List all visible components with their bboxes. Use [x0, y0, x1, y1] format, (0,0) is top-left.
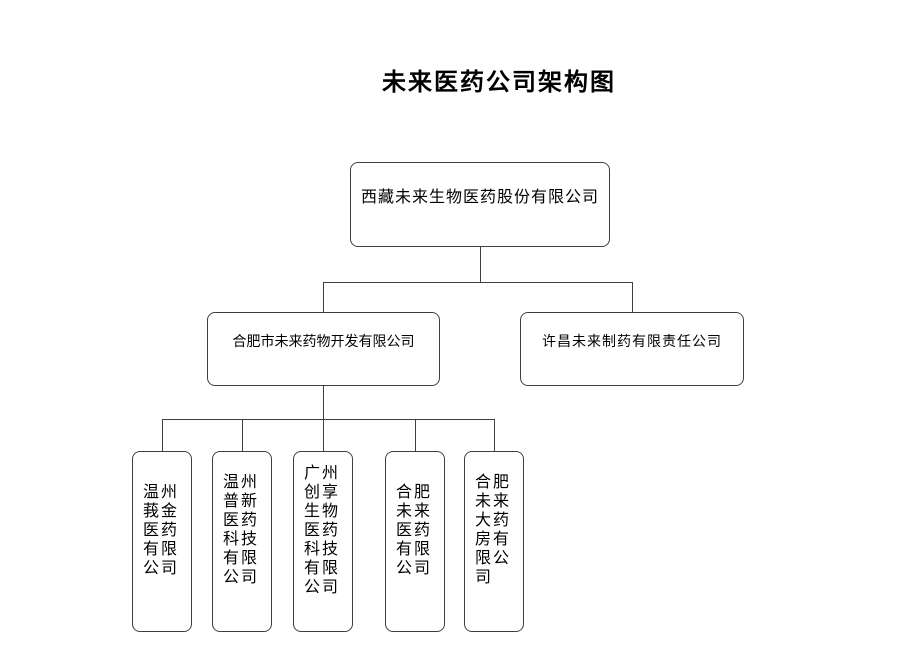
connector-line [494, 419, 495, 452]
org-node-label: 西藏未来生物医药股份有限公司 [360, 189, 599, 206]
org-node-label: 温州普新医药科技有限公司 [223, 474, 260, 586]
connector-line [242, 419, 243, 452]
connector-line [323, 419, 324, 452]
org-node-label: 合肥市未来药物开发有限公司 [232, 335, 415, 350]
org-node-wenzhou-ejin: 温州莪金医药有限公司 [132, 451, 192, 632]
connector-line [480, 247, 481, 282]
connector-line [323, 282, 633, 283]
org-node-hefei-drug-development: 合肥市未来药物开发有限公司 [207, 312, 440, 386]
org-node-hefei-weilai-pharma: 合肥未来医药有限公司 [385, 451, 445, 632]
connector-line [632, 282, 633, 313]
org-node-label: 合肥未来大药房有限公司 [475, 474, 512, 586]
connector-line [162, 419, 495, 420]
org-node-guangzhou-chuangxiang: 广州创享生物医药科技有限公司 [293, 451, 353, 632]
org-node-label: 许昌未来制药有限责任公司 [542, 335, 722, 350]
connector-line [323, 386, 324, 420]
org-node-label: 温州莪金医药有限公司 [143, 483, 180, 577]
org-node-root: 西藏未来生物医药股份有限公司 [350, 162, 610, 247]
connector-line [162, 419, 163, 452]
org-node-label: 合肥未来医药有限公司 [396, 483, 433, 577]
org-node-xuchang-pharma: 许昌未来制药有限责任公司 [520, 312, 744, 386]
org-node-label: 广州创享生物医药科技有限公司 [304, 464, 341, 596]
org-node-hefei-weilai-drugstore: 合肥未来大药房有限公司 [464, 451, 524, 632]
connector-line [415, 419, 416, 452]
org-node-wenzhou-puxin: 温州普新医药科技有限公司 [212, 451, 272, 632]
chart-title: 未来医药公司架构图 [382, 69, 616, 96]
connector-line [323, 282, 324, 313]
